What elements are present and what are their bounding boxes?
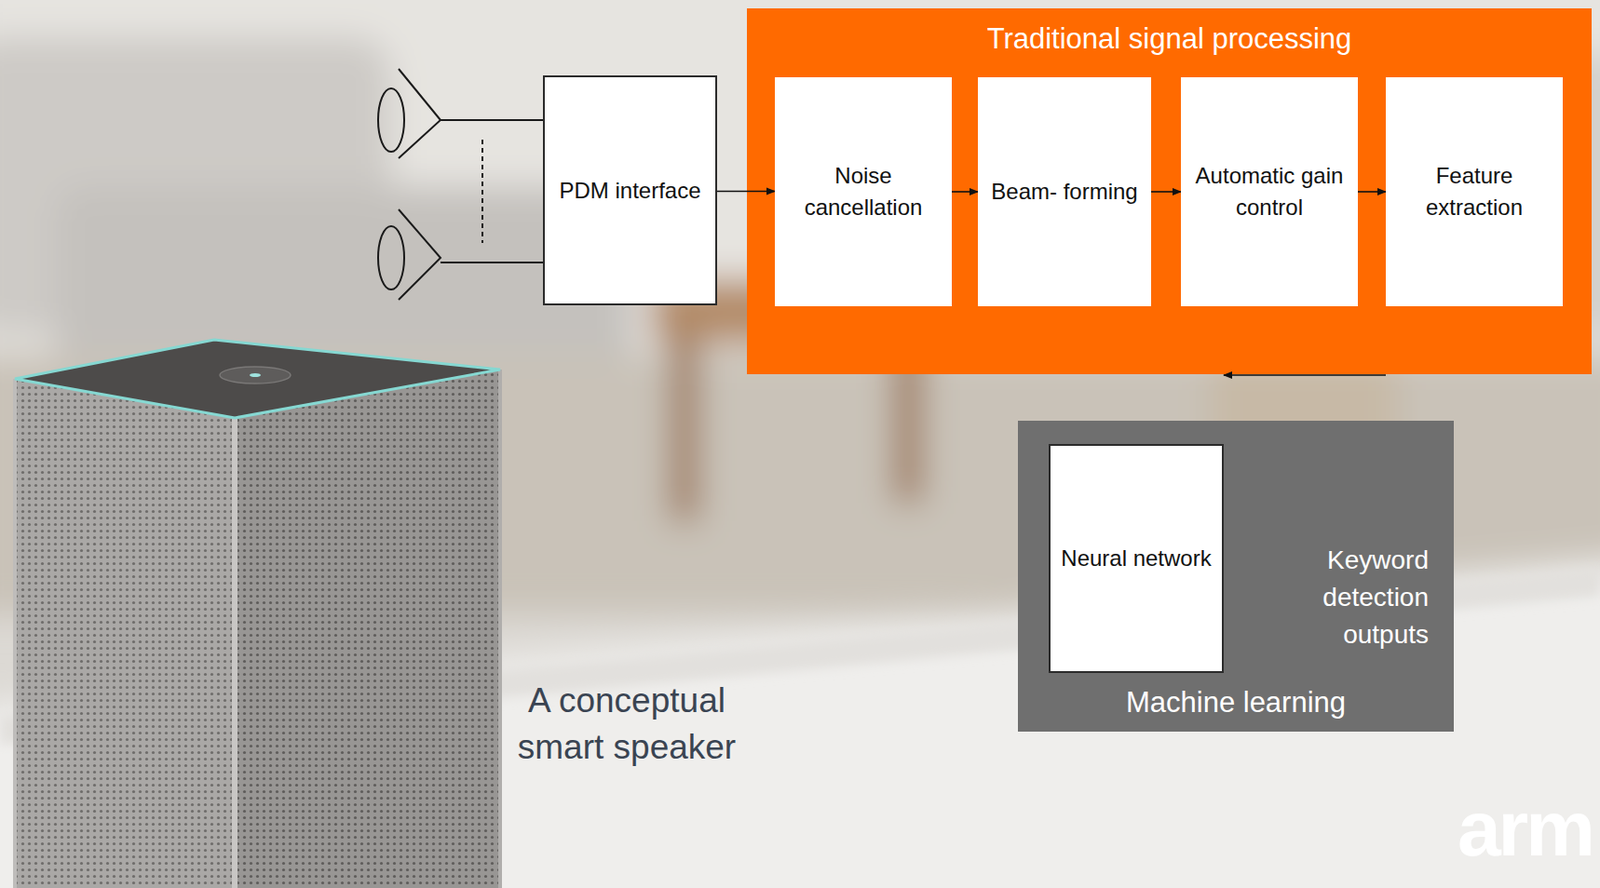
box-label: Neural network	[1060, 542, 1211, 575]
process-box: Feature extraction	[1385, 77, 1563, 307]
network-box: Neural network	[1048, 444, 1224, 674]
logo-watermark: arm	[1434, 789, 1593, 868]
processing-band: Traditional signal processingNoise cance…	[746, 8, 1592, 375]
flow-arrow	[1223, 374, 1386, 377]
box-label: Feature extraction	[1393, 160, 1556, 223]
output-label: Keyword detection outputs	[1296, 542, 1429, 654]
caption-label: A conceptual smart speaker	[504, 677, 749, 772]
interface-box: PDM interface	[542, 75, 718, 306]
process-box: Beam- forming	[977, 77, 1152, 307]
process-box: Automatic gain control	[1180, 77, 1358, 307]
box-label: Beam- forming	[990, 176, 1138, 208]
box-label: Automatic gain control	[1188, 160, 1351, 223]
ml-band: Machine learning Neural network	[1017, 420, 1454, 733]
box-label: PDM interface	[558, 175, 701, 207]
process-box: Noise cancellation	[774, 77, 952, 307]
smart-speaker-illustration	[14, 339, 501, 888]
box-label: Noise cancellation	[782, 160, 945, 223]
band-title: Traditional signal processing	[746, 21, 1592, 56]
microphone-symbol	[378, 68, 543, 300]
band-title: Machine learning	[1017, 685, 1454, 720]
